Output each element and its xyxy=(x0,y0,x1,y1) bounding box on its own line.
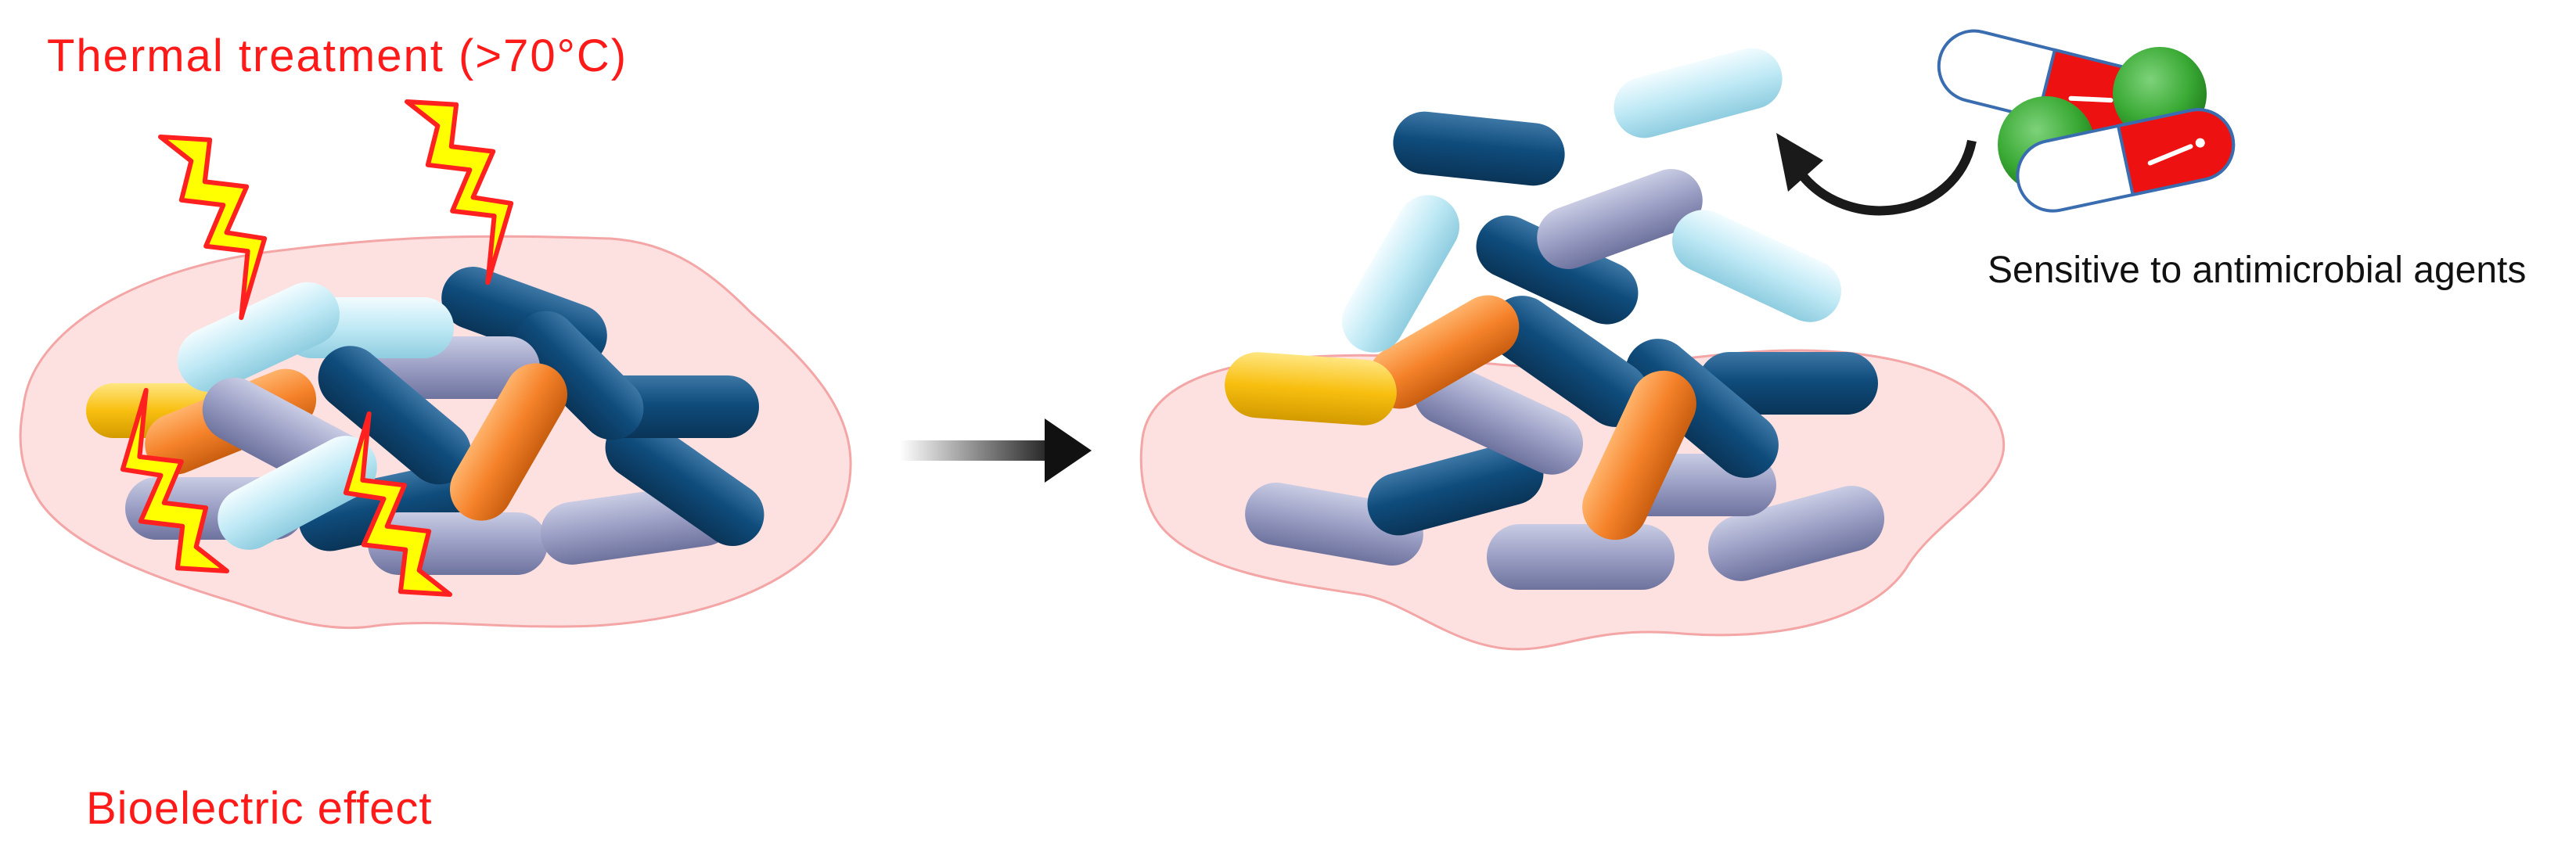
right-bacterium-light-blue xyxy=(1342,195,1459,353)
left-bacterium-dark-blue xyxy=(605,415,765,547)
right-bacterium-yellow xyxy=(1225,352,1397,426)
right-bacterium-lavender xyxy=(1414,362,1583,475)
right-bacterium-lavender xyxy=(1537,169,1703,269)
left-bacterium-light-blue xyxy=(177,282,340,393)
right-bacterium-lavender xyxy=(1487,524,1675,590)
antibiotic-capsule-icon xyxy=(2016,108,2236,213)
right-bacterium-orange xyxy=(1582,370,1696,541)
right-bacterium-dark-blue xyxy=(1367,442,1544,536)
right-bacterium-orange xyxy=(1368,295,1520,409)
antibiotic-group xyxy=(1937,29,2236,213)
left-bacterium-orange xyxy=(450,363,567,521)
left-bacterium-light-blue xyxy=(218,436,377,550)
lightning-bolt-icon xyxy=(405,99,514,286)
curved-arrow-icon xyxy=(1776,133,1977,216)
left-biofilm xyxy=(19,99,852,630)
left-bacterium-dark-blue xyxy=(318,346,472,485)
lightning-bolt-icon xyxy=(120,387,229,573)
right-bacterium-dark-blue xyxy=(1393,111,1565,186)
thermal-treatment-label: Thermal treatment (>70°C) xyxy=(47,31,628,81)
antimicrobial-sensitivity-label: Sensitive to antimicrobial agents xyxy=(1988,250,2527,291)
right-biofilm xyxy=(1139,48,2006,651)
right-bacterium-dark-blue xyxy=(1476,215,1639,325)
process-arrow-icon xyxy=(900,418,1092,483)
right-bacterium-lavender xyxy=(1708,486,1885,581)
lightning-bolt-icon xyxy=(158,135,268,321)
bioelectric-effect-label: Bioelectric effect xyxy=(86,783,433,834)
left-bacterium-dark-blue xyxy=(514,311,644,440)
right-bacterium-light-blue xyxy=(1614,48,1783,138)
right-bacterium-light-blue xyxy=(1672,210,1841,322)
lightning-bolt-icon xyxy=(343,411,452,597)
right-bacterium-dark-blue xyxy=(1698,352,1878,415)
right-bacterium-dark-blue xyxy=(1489,296,1649,427)
